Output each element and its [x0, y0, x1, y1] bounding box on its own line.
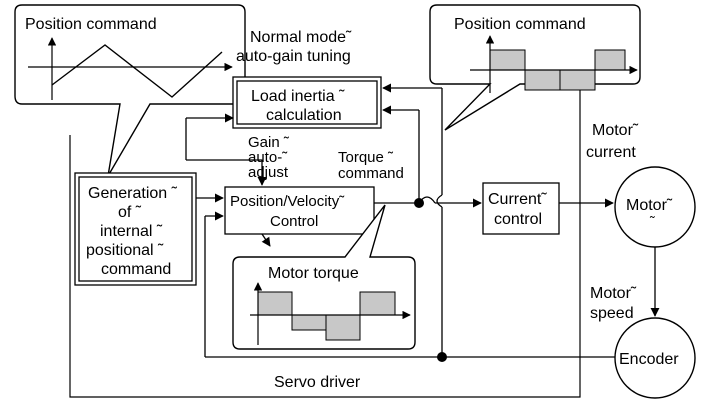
encoder: Encoder	[614, 317, 696, 399]
position-command-callout-right: Position command	[429, 4, 641, 131]
load-inertia-block: Load inertia ˜ calculation	[232, 76, 382, 129]
load-inertia-line2: calculation	[266, 107, 342, 124]
motor-speed-line2: speed	[590, 305, 634, 322]
torque-command-line2: command	[338, 165, 404, 182]
torque-junction-dot	[414, 198, 424, 208]
posvel-block: Position/Velocity˜ Control	[224, 186, 375, 235]
position-command-title-left: Position command	[25, 16, 157, 33]
current-line2: control	[494, 211, 542, 228]
signal-lines	[185, 83, 660, 358]
encoder-label: Encoder	[619, 351, 679, 368]
motor-line1: Motor˜	[626, 197, 673, 214]
encoder-junction-dot	[437, 352, 447, 362]
gain-label-line2: auto-˜	[248, 149, 288, 166]
motor-torque-callout: Motor torque	[232, 204, 416, 350]
motor-current-line2: current	[586, 144, 636, 161]
gain-label-line3: adjust	[248, 164, 289, 181]
posvel-line1: Position/Velocity˜	[230, 193, 345, 210]
posvel-line2: Control	[270, 213, 318, 230]
motor: Motor˜ ˜	[614, 166, 696, 248]
load-inertia-line1: Load inertia ˜	[251, 88, 345, 105]
position-command-callout-left: Position command	[14, 4, 246, 177]
motor-line2: ˜	[649, 213, 655, 229]
gain-label-line1: Gain ˜	[248, 134, 290, 151]
torque-command-line1: Torque ˜	[338, 149, 394, 166]
current-block: Current˜ control	[482, 182, 560, 235]
generation-line5: command	[101, 261, 171, 278]
generation-line2: of ˜	[118, 204, 142, 221]
tuning-label-line2: auto-gain tuning	[236, 48, 351, 65]
generation-line3: internal ˜	[100, 223, 163, 240]
position-command-title-right: Position command	[454, 16, 586, 33]
current-line1: Current˜	[488, 191, 547, 208]
servo-driver-label: Servo driver	[274, 374, 361, 391]
motor-torque-title: Motor torque	[268, 265, 359, 282]
generation-line1: Generation ˜	[88, 185, 178, 202]
motor-current-line1: Motor˜	[592, 122, 639, 139]
motor-speed-line1: Motor˜	[590, 285, 637, 302]
generation-line4: positional ˜	[86, 242, 164, 259]
generation-block: Generation ˜ of ˜ internal ˜ positional …	[74, 172, 197, 286]
tuning-label-line1: Normal mode˜	[250, 29, 352, 46]
